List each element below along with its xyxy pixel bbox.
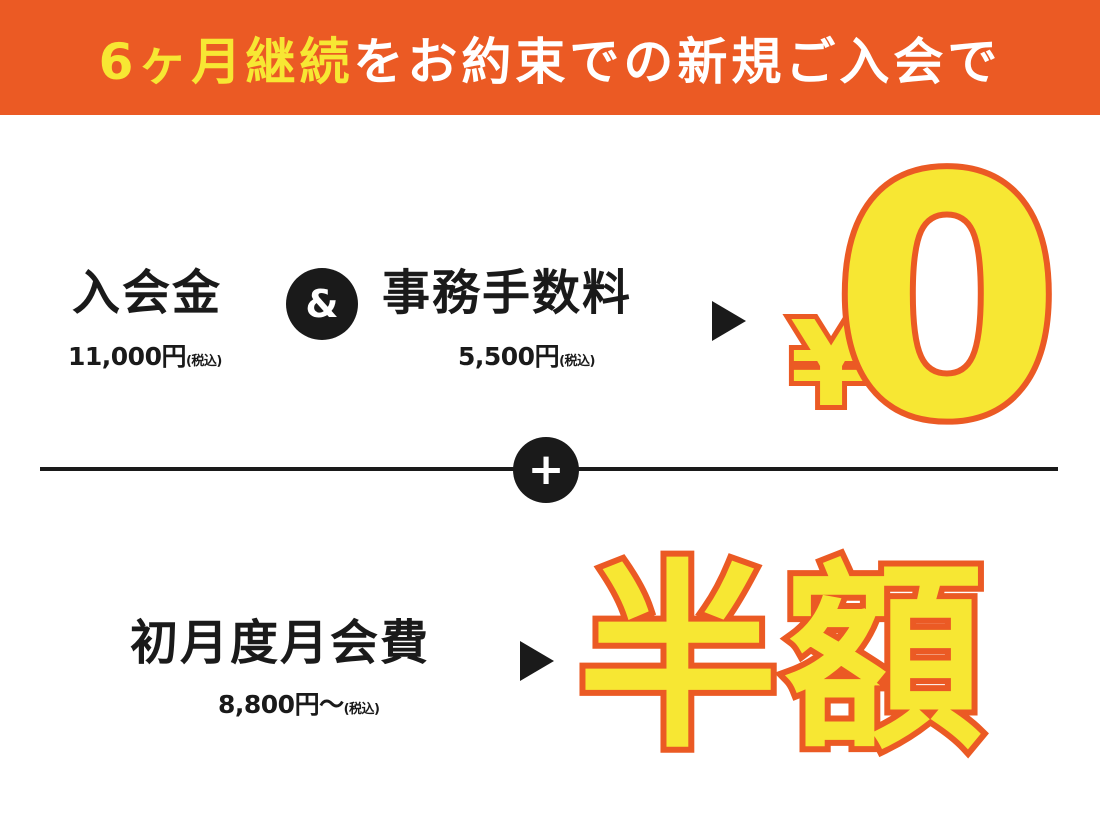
first-month-fee-amount: 8,800円〜 (218, 690, 344, 719)
entry-fee-amount: 11,000円 (68, 342, 186, 371)
ampersand-badge: & (286, 268, 358, 340)
promo-banner: 6ヶ月継続をお約束での新規ご入会で (0, 0, 1100, 115)
arrow-right-icon (712, 301, 746, 341)
banner-text: をお約束での新規ご入会で (353, 32, 1002, 91)
arrow-right-icon (520, 641, 554, 681)
admin-fee-amount: 5,500円 (458, 342, 560, 371)
entry-fee-label: 入会金 (72, 265, 223, 321)
admin-fee-tax-note: (税込) (559, 354, 595, 369)
half-price-text: 半額 (572, 543, 991, 776)
entry-fee-tax-note: (税込) (185, 354, 222, 369)
zero-price: 0 (826, 108, 1068, 492)
admin-fee-price: 5,500円(税込) (458, 337, 595, 373)
entry-fee-price: 11,000円(税込) (68, 337, 222, 373)
yen-symbol: ¥ (785, 295, 877, 433)
first-month-fee-tax-note: (税込) (343, 702, 380, 717)
plus-icon: + (513, 437, 579, 503)
banner-highlight-text: 6ヶ月継続 (98, 32, 354, 91)
first-month-fee-label: 初月度月会費 (130, 615, 431, 671)
first-month-fee-price: 8,800円〜(税込) (218, 685, 380, 721)
admin-fee-label: 事務手数料 (382, 265, 633, 321)
